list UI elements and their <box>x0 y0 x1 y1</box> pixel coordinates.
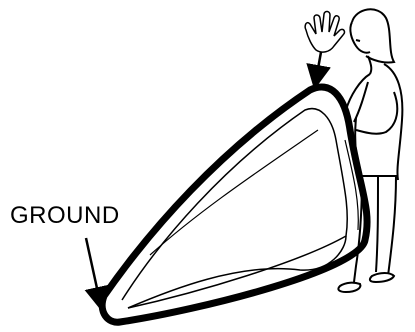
arrow-down-icon <box>316 52 321 80</box>
ground-label: GROUND <box>10 204 120 228</box>
tent-frame <box>102 87 367 322</box>
ground-arrow-icon <box>86 238 100 302</box>
hand-icon <box>305 11 344 52</box>
